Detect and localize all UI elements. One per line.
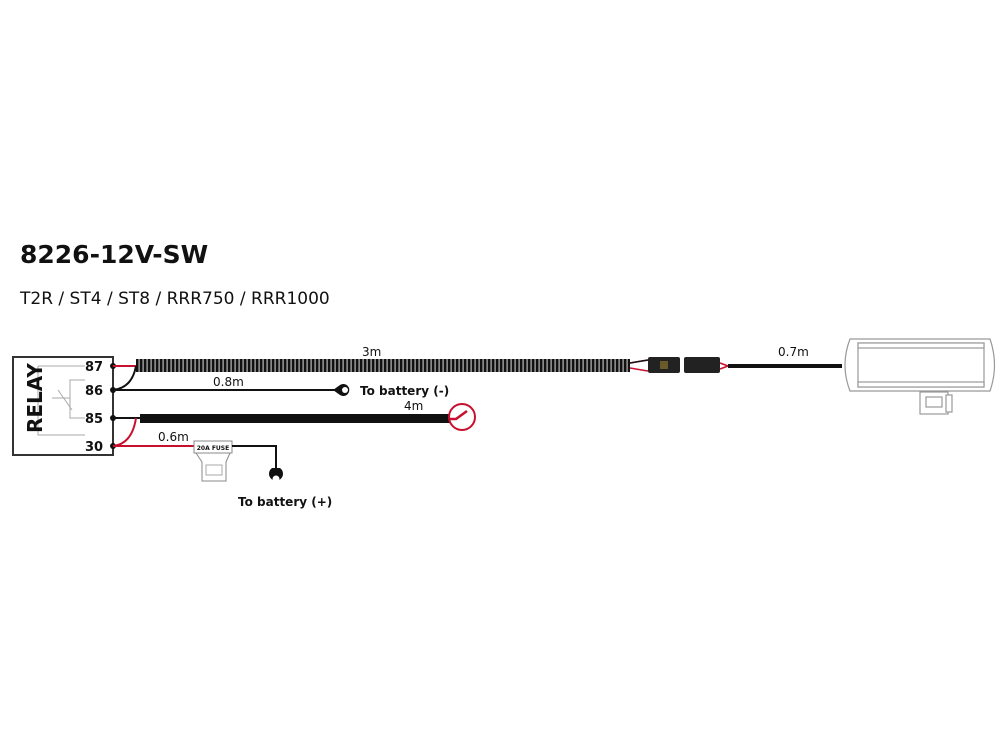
ring-terminal-positive-icon	[272, 475, 280, 483]
switch-icon	[448, 403, 476, 431]
relay-label: RELAY	[23, 363, 47, 433]
switch-length-label: 4m	[404, 399, 423, 413]
ring-terminal-negative-icon	[342, 387, 348, 393]
power-length-label: 0.6m	[158, 430, 189, 444]
fuse-holder: 20A FUSE	[193, 440, 233, 482]
product-code-title: 8226-12V-SW	[20, 240, 209, 269]
pin-87: 87	[85, 360, 103, 375]
pin-86: 86	[85, 384, 103, 399]
pin-85: 85	[85, 412, 103, 427]
lamp-length-label: 0.7m	[778, 345, 809, 359]
light-bar-icon	[844, 338, 996, 415]
pin-30: 30	[85, 440, 103, 455]
relay-box: RELAY 87 86 85 30	[12, 356, 116, 456]
battery-positive-label: To battery (+)	[238, 495, 332, 509]
fuse-label: 20A FUSE	[197, 445, 229, 452]
battery-negative-label: To battery (-)	[360, 384, 449, 398]
loom-length-label: 3m	[362, 345, 381, 359]
ground-length-label: 0.8m	[213, 375, 244, 389]
connector-plug	[648, 357, 720, 373]
wiring-loom-3m	[136, 359, 630, 372]
compatible-models: T2R / ST4 / ST8 / RRR750 / RRR1000	[20, 289, 330, 309]
switch-wire-4m	[140, 414, 450, 423]
